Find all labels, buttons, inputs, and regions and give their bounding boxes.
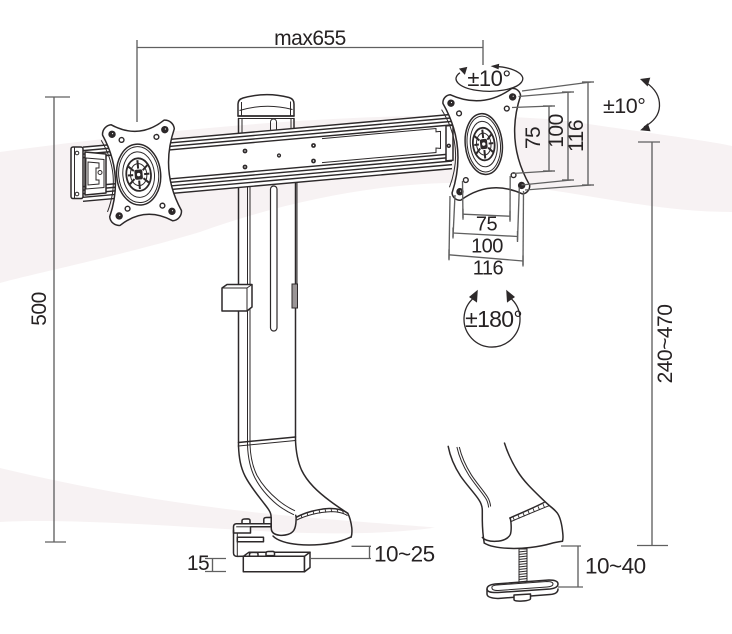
- svg-text:100: 100: [545, 114, 568, 148]
- svg-text:75: 75: [476, 214, 498, 236]
- svg-text:100: 100: [471, 236, 503, 258]
- svg-text:240~470: 240~470: [654, 305, 677, 384]
- svg-text:max655: max655: [274, 27, 346, 50]
- svg-text:±10°: ±10°: [603, 94, 645, 118]
- svg-text:±180°: ±180°: [465, 306, 522, 332]
- svg-text:116: 116: [473, 257, 504, 279]
- svg-text:75: 75: [522, 127, 545, 149]
- svg-text:±10°: ±10°: [467, 66, 510, 91]
- svg-text:15: 15: [187, 552, 209, 575]
- svg-text:10~40: 10~40: [585, 554, 646, 579]
- svg-text:116: 116: [565, 120, 588, 152]
- svg-text:10~25: 10~25: [374, 542, 435, 567]
- svg-text:500: 500: [28, 292, 51, 326]
